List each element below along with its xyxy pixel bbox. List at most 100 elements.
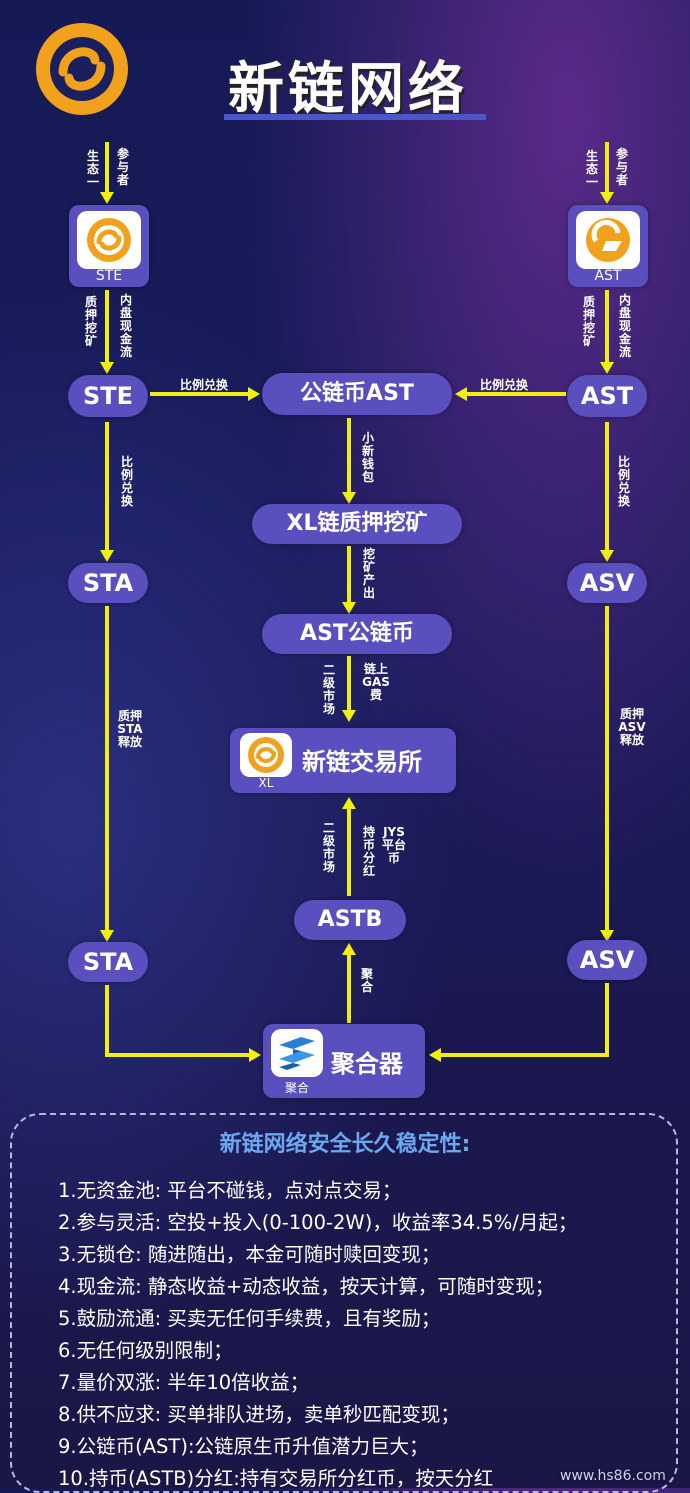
label-ast-to-ast: 比例兑换 [480,378,529,392]
label-right-mid-b: 内盘现金流 [618,293,631,359]
arrow-ste-to-ast [150,392,250,396]
app-juhe[interactable]: 聚合 聚合器 [263,1024,425,1098]
node-astb[interactable]: ASTB [294,900,406,940]
arrow-head [249,1048,261,1062]
label-right-mid-a: 质押挖矿 [582,295,595,348]
arrow-mining-out [347,546,351,604]
label-secondary-b: 二级市场 [322,821,335,874]
list-item: 5.鼓励流通: 买卖无任何手续费，且有奖励； [58,1307,441,1330]
title-underline [224,114,486,120]
xl-app-label: XL [258,776,274,790]
list-item: 4.现金流: 静态收益+动态收益，按天计算，可随时变现； [58,1275,555,1298]
xl-app-icon [240,733,292,777]
list-item: 8.供不应求: 买单排队进场，卖单秒匹配变现； [58,1403,460,1426]
arrow-head [342,602,356,614]
ste-app-icon [77,211,141,269]
list-item: 9.公链币(AST):公链原生币升值潜力巨大； [58,1435,429,1458]
brand-logo [33,20,131,118]
xl-app-name: 新链交易所 [302,748,422,776]
arrow-astb-to-exchange [347,808,351,896]
juhe-logo-icon [279,1037,315,1070]
page-title: 新链网络 [228,57,468,122]
arrow-wallet [347,418,351,494]
arrow-head [600,362,614,374]
label-ste-to-ast: 比例兑换 [180,378,229,392]
arrow-right-mid [605,290,609,364]
arrow-head [455,387,467,401]
list-item: 10.持币(ASTB)分红:持有交易所分红币，按天分红 [58,1467,494,1490]
arrow-sta-release [105,606,109,932]
arrow-head [100,550,114,562]
arrow-head [600,192,614,204]
arrow-juhe-to-astb [347,953,351,1023]
list-item: 3.无锁仓: 随进随出，本金可随时赎回变现； [58,1243,441,1266]
arrow-ast-to-asv [605,422,609,552]
label-jys-coin: JYS平台币 [382,825,407,865]
arrow-head [429,1048,441,1062]
app-ste[interactable]: STE [69,205,149,287]
label-dividend: 持币分红 [362,825,375,878]
juhe-app-label: 聚合 [284,1081,309,1095]
watermark: www.hs86.com [558,1468,668,1484]
list-item: 6.无任何级别限制； [58,1339,233,1362]
node-ast-right[interactable]: AST [567,375,647,417]
node-asv-bottom[interactable]: ASV [567,940,647,980]
app-xl-exchange[interactable]: XL 新链交易所 [230,728,456,793]
arrow-head [342,943,356,955]
xl-logo-icon [248,737,284,773]
label-sta-release: 质押STA释放 [117,709,143,749]
ast-app-label: AST [594,268,622,284]
arrow-sta-to-juhe-v [105,985,109,1057]
node-sta-bottom[interactable]: STA [68,942,148,982]
label-right-top-b: 参与者 [615,147,628,187]
list-item: 2.参与灵活: 空投+投入(0-100-2W)，收益率34.5%/月起； [58,1211,578,1234]
arrow-head [342,710,356,722]
label-wallet: 小新钱包 [361,431,374,484]
arrow-head [248,387,260,401]
label-left-mid-a: 质押挖矿 [84,295,97,348]
arrow-ast-to-ast [466,392,566,396]
arrow-left-top [105,142,109,194]
arrow-asv-to-juhe-v [605,983,609,1057]
label-secondary-a: 二级市场 [322,663,335,716]
arrow-head [600,550,614,562]
label-left-mid-b: 内盘现金流 [119,293,132,359]
ast-app-icon [576,211,640,269]
node-sta-top[interactable]: STA [68,563,148,603]
label-left-top-b: 参与者 [116,147,129,187]
label-ste-to-sta: 比例兑换 [120,455,133,508]
node-xl-mining[interactable]: XL链质押挖矿 [252,504,462,544]
arrow-head [600,930,614,942]
node-ast-coin[interactable]: AST公链币 [262,614,452,654]
arrow-ste-to-sta [105,422,109,552]
arrow-to-exchange [347,656,351,712]
juhe-app-name: 聚合器 [331,1050,403,1078]
ste-app-label: STE [95,268,123,284]
arrow-sta-to-juhe-h [105,1053,251,1057]
label-right-top-a: 生态一 [585,149,598,189]
ast-logo-icon [586,218,630,262]
ste-logo-icon [87,218,131,262]
list-item: 7.量价双涨: 半年10倍收益； [58,1371,310,1394]
arrow-asv-release [605,606,609,932]
node-ste[interactable]: STE [68,375,148,417]
node-asv-top[interactable]: ASV [567,563,647,603]
node-gonglian-ast[interactable]: 公链币AST [262,373,452,415]
label-gas-fee: 链上GAS费 [362,662,390,702]
arrow-left-mid [105,290,109,364]
app-ast[interactable]: AST [568,205,648,287]
arrow-head [100,930,114,942]
arrow-head [342,492,356,504]
label-left-top-a: 生态一 [86,149,99,189]
arrow-right-top [605,142,609,194]
juhe-app-icon [271,1029,323,1077]
panel-title: 新链网络安全长久稳定性: [219,1132,471,1157]
label-juhe: 聚合 [360,967,373,994]
arrow-asv-to-juhe-h [440,1053,609,1057]
arrow-head [342,797,356,809]
label-asv-release: 质押ASV释放 [618,707,646,747]
label-ast-to-asv: 比例兑换 [617,455,630,508]
label-mining-out: 挖矿产出 [362,547,375,600]
arrow-head [100,192,114,204]
arrow-head [100,362,114,374]
